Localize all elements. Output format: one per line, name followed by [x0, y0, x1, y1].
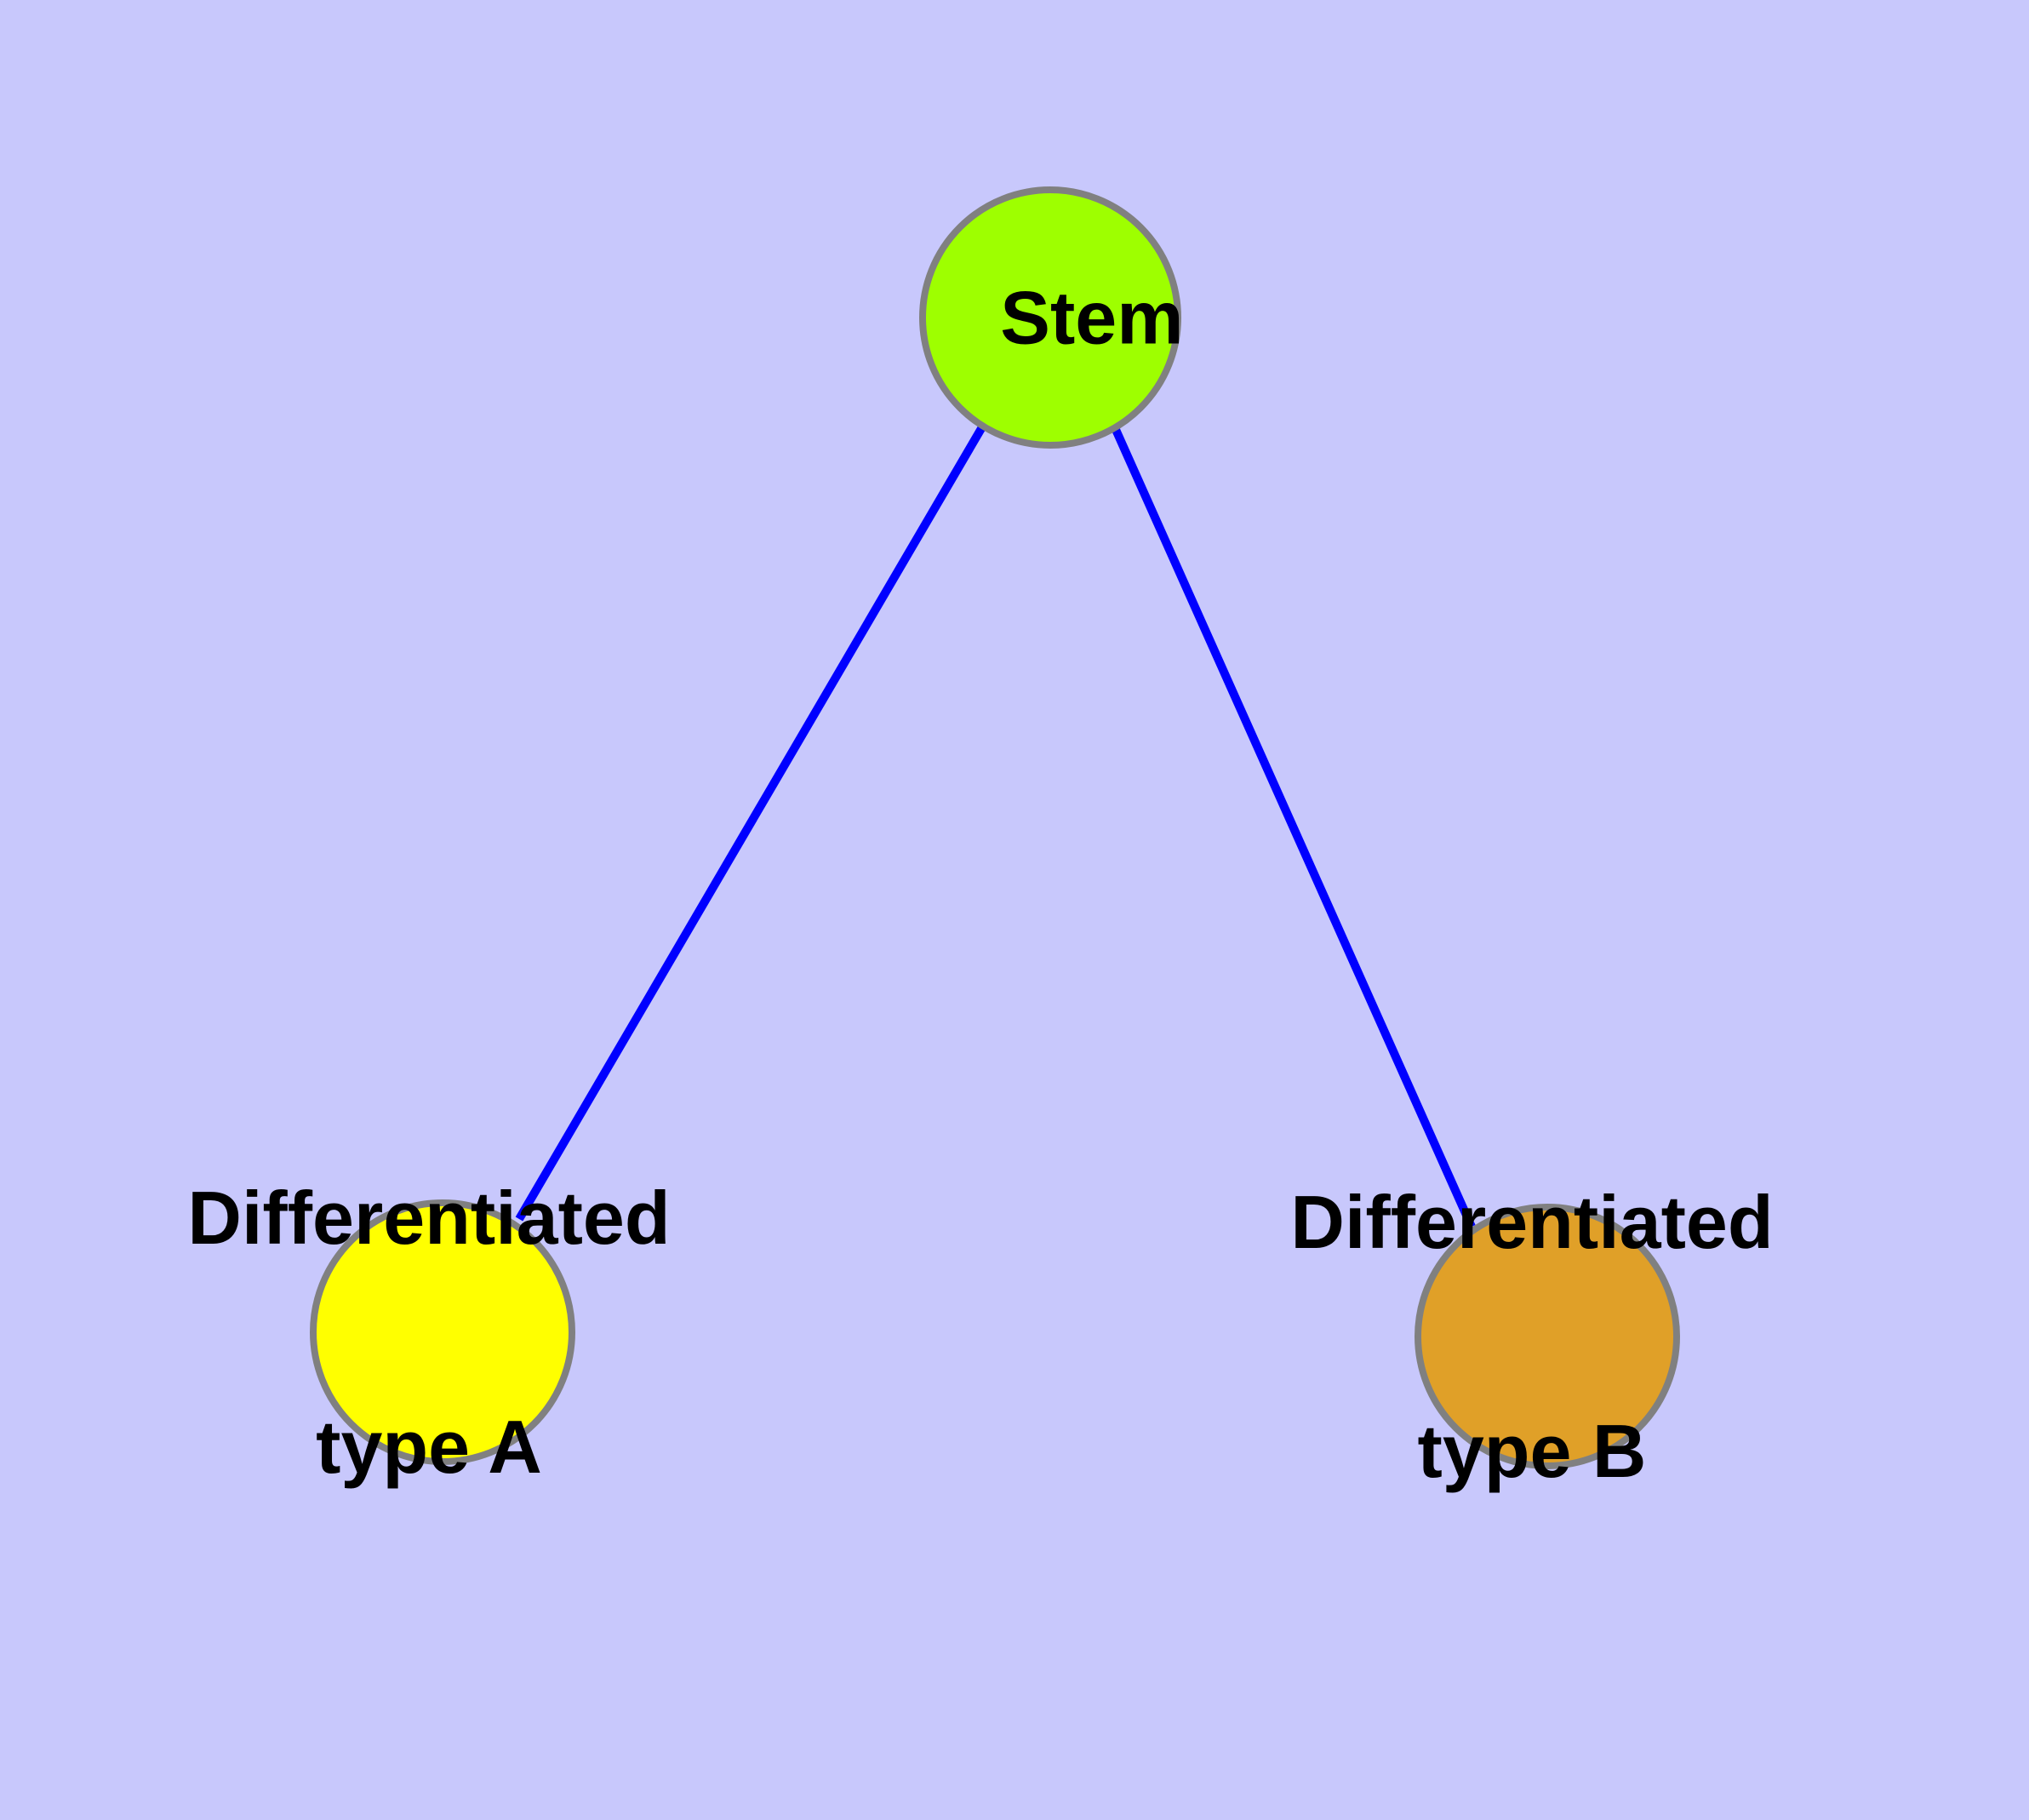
node-type-a[interactable]: [310, 1199, 575, 1465]
node-layer: [310, 186, 1680, 1469]
node-type-b[interactable]: [1415, 1204, 1680, 1469]
node-stem[interactable]: [919, 186, 1181, 449]
edge-layer: [515, 421, 1476, 1229]
edge-stem-to-type-a[interactable]: [515, 423, 987, 1222]
edge-stem-to-type-b[interactable]: [1109, 421, 1476, 1229]
